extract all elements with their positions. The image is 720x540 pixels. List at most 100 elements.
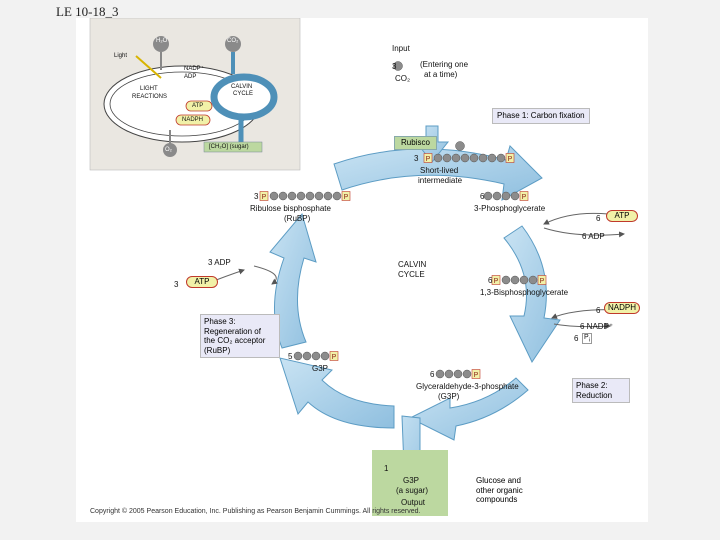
- pga-molecule-phosphate-right: [519, 191, 529, 201]
- rubisco-molecule: [455, 141, 465, 151]
- inset-adp: ADP: [184, 74, 197, 80]
- short-lived-label-1: Short-lived: [420, 166, 459, 175]
- regen-atp-count: 3: [174, 280, 179, 289]
- inset-calvin-ring: [210, 73, 278, 121]
- rubp-molecule-carbon: [332, 191, 342, 201]
- copyright: Copyright © 2005 Pearson Education, Inc.…: [90, 508, 421, 515]
- bpg-molecule-phosphate-right-text: P: [540, 278, 545, 285]
- bpg-molecule-carbon: [519, 275, 529, 285]
- short-lived-intermediate-carbon: [442, 153, 452, 163]
- rubp-molecule-carbon: [287, 191, 297, 201]
- center-label-2: CYCLE: [398, 270, 425, 279]
- bpg-molecule-carbon: [510, 275, 520, 285]
- rubp-molecule-carbon: [269, 191, 279, 201]
- center-label-1: CALVIN: [398, 260, 427, 269]
- phase2-line-2: Reduction: [576, 390, 613, 400]
- short-lived-label-2: intermediate: [418, 176, 463, 185]
- short-lived-intermediate-phosphate-left-text: P: [426, 156, 431, 163]
- short-lived-count: 3: [414, 154, 419, 163]
- short-lived-intermediate-carbon: [451, 153, 461, 163]
- g3p-right-label-2: (G3P): [438, 392, 460, 401]
- pga-molecule-carbon: [501, 191, 511, 201]
- g3p-right-molecule-carbon: [462, 369, 472, 379]
- inset-calvin-2: CYCLE: [233, 91, 254, 97]
- nadph-in-count: 6: [596, 306, 601, 315]
- cycle-arrows: [269, 125, 561, 493]
- g3p-right-count: 6: [430, 370, 435, 379]
- rubp-count: 3: [254, 192, 259, 201]
- short-lived-intermediate-carbon: [460, 153, 470, 163]
- g3p-right-molecule-carbon: [444, 369, 454, 379]
- short-lived-intermediate-carbon: [487, 153, 497, 163]
- g3p-right-label-1: Glyceraldehyde-3-phosphate: [416, 382, 519, 391]
- bpg-molecule-phosphate-left-text: P: [494, 278, 499, 285]
- g3p-left-molecule-phosphate-right: [329, 351, 339, 361]
- input-co2: CO₂: [395, 74, 411, 83]
- g3p-left-label: G3P: [312, 364, 329, 373]
- inset-h2o: H₂O: [156, 38, 168, 44]
- input-note-2: at a time): [424, 70, 458, 79]
- phase2-line-1: Phase 2:: [576, 381, 608, 390]
- output-box: [372, 450, 448, 516]
- pga-label: 3-Phosphoglycerate: [474, 204, 546, 213]
- inset-h2o-node: [153, 36, 169, 52]
- inset-co2-node: [225, 36, 241, 52]
- bpg-count: 6: [488, 276, 493, 285]
- rubp-molecule-phosphate-right-text: P: [344, 194, 349, 201]
- short-lived-intermediate-phosphate-right: [505, 153, 515, 163]
- inset-light-reactions-1: LIGHT: [140, 86, 158, 92]
- bpg-label: 1,3-Bisphosphoglycerate: [480, 288, 569, 297]
- slide-title: LE 10-18_3: [56, 4, 119, 19]
- g3p-right-molecule-phosphate-right-text: P: [474, 372, 479, 379]
- rubp-molecule-phosphate-right: [341, 191, 351, 201]
- input-co2-molecule: [393, 61, 403, 71]
- bpg-molecule-carbon: [528, 275, 538, 285]
- short-lived-intermediate-carbon: [478, 153, 488, 163]
- phase3-line-2: Regeneration of: [204, 326, 261, 336]
- short-lived-intermediate-phosphate-left: [423, 153, 433, 163]
- output-count: 1: [384, 464, 389, 473]
- output-label-2: (a sugar): [396, 486, 429, 495]
- output-label-3: Output: [401, 498, 426, 507]
- phase3-box: Phase 3: Regeneration of the CO₂ accepto…: [200, 314, 280, 359]
- pga-molecule-carbon: [510, 191, 520, 201]
- inset-atp: ATP: [192, 103, 204, 109]
- bpg-molecule-phosphate-left: [491, 275, 501, 285]
- arrow-phase2: [503, 225, 561, 364]
- inset-co2: CO₂: [227, 38, 239, 44]
- nadph-in-pill: NADPH: [604, 302, 641, 314]
- rubp-molecule-carbon: [323, 191, 333, 201]
- glucose-line-2: other organic: [476, 485, 523, 495]
- g3p-left-count: 5: [288, 352, 293, 361]
- inset-sugar: [CH₂O] (sugar): [209, 144, 249, 150]
- pga-count: 6: [480, 192, 485, 201]
- inset-calvin-1: CALVIN: [231, 84, 253, 90]
- rubp-molecule-carbon: [296, 191, 306, 201]
- arrow-phase3-bottom: [279, 357, 395, 429]
- bpg-molecule-carbon: [501, 275, 511, 285]
- nadp-out: 6 NADP⁺: [580, 322, 614, 331]
- rubp-label-1: Ribulose bisphosphate: [250, 204, 331, 213]
- g3p-left-molecule-phosphate-right-text: P: [332, 354, 337, 361]
- g3p-left-molecule-carbon: [320, 351, 330, 361]
- g3p-right-molecule-carbon: [435, 369, 445, 379]
- g3p-left-molecule-carbon: [293, 351, 303, 361]
- phase3-line-4: (RuBP): [204, 345, 231, 355]
- chloroplast-inset: [89, 18, 301, 171]
- pga-molecule-carbon: [483, 191, 493, 201]
- inset-light: Light: [114, 53, 128, 59]
- short-lived-intermediate-carbon: [496, 153, 506, 163]
- g3p-right-molecule-phosphate-right: [471, 369, 481, 379]
- rubp-molecule-carbon: [314, 191, 324, 201]
- adp-out: 6 ADP: [582, 232, 605, 241]
- phase1-box: Phase 1: Carbon fixation: [492, 108, 590, 124]
- atp-in-count: 6: [596, 214, 601, 223]
- regen-adp: 3 ADP: [208, 258, 231, 267]
- short-lived-intermediate-carbon: [469, 153, 479, 163]
- pi-out-symbol: Pi: [582, 333, 592, 344]
- glucose-line-3: compounds: [476, 495, 518, 505]
- inset-nadp: NADP⁺: [184, 66, 204, 72]
- pi-out-count: 6: [574, 334, 579, 343]
- input-count: 3: [392, 62, 397, 71]
- inset-nadph: NADPH: [182, 117, 204, 123]
